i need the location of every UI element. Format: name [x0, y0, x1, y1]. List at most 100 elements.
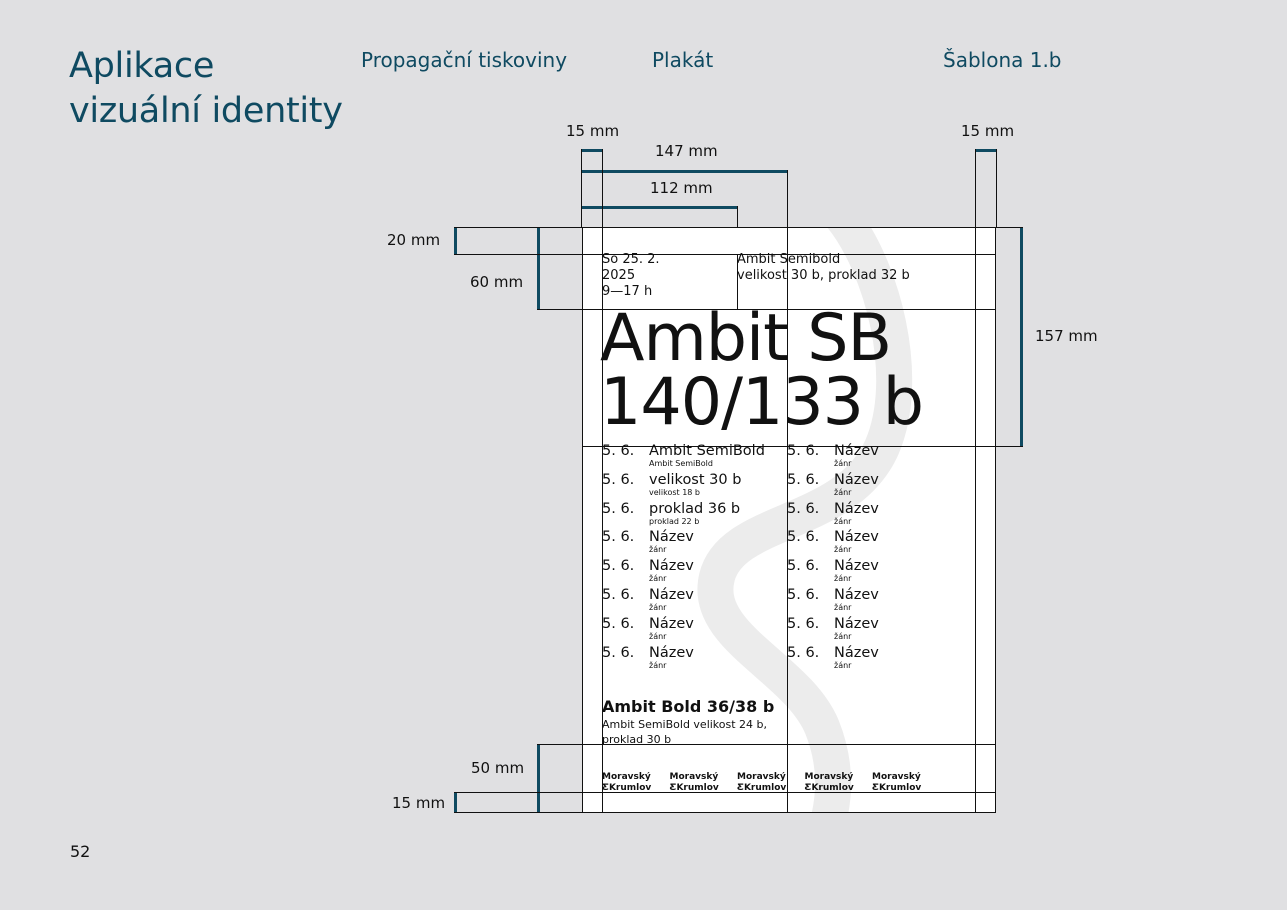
program-date: 5. 6.	[787, 500, 820, 517]
event-date-line2: 2025	[602, 268, 636, 283]
font-note: Ambit Semibold velikost 30 b, proklad 32…	[737, 252, 910, 284]
dim-bottom-50: 50 mm	[471, 759, 525, 777]
logo-line2-text: Krumlov	[676, 783, 719, 793]
dim-bar-50	[537, 744, 540, 813]
guide-left-inner	[602, 149, 603, 227]
program-genre: žánr	[649, 603, 667, 612]
event-date-line1: So 25. 2.	[602, 252, 660, 267]
program-date: 5. 6.	[787, 644, 820, 661]
logo-line1: Moravský	[602, 772, 651, 782]
dim-width-147: 147 mm	[655, 142, 718, 160]
program-genre: žánr	[834, 660, 852, 670]
dim-bar-112	[581, 206, 738, 209]
grid-edge-right	[995, 227, 996, 813]
program-title: Název	[834, 615, 879, 632]
program-genre: žánr	[649, 574, 667, 584]
guide-147-end	[787, 170, 788, 227]
section-label: Propagační tiskoviny	[361, 48, 568, 72]
program-title: Název	[649, 529, 694, 546]
grid-info-bottom	[582, 309, 996, 310]
logo-line2: ƸKrumlov	[872, 783, 921, 794]
program-genre: proklad 22 b	[649, 516, 700, 526]
logo-line2-text: Krumlov	[811, 783, 854, 793]
program-title: velikost 30 b	[649, 471, 742, 488]
guide-bottom-15a	[454, 792, 582, 793]
dim-bar-147	[581, 170, 788, 173]
program-genre: žánr	[834, 487, 852, 497]
program-date: 5. 6.	[602, 615, 635, 632]
logo-mark-icon: Ƹ	[804, 783, 812, 793]
logo-line2-text: Krumlov	[608, 783, 652, 793]
font-note-line1: Ambit Semibold	[737, 252, 841, 267]
event-date: So 25. 2. 2025 9—17 h	[602, 252, 660, 300]
program-genre: žánr	[834, 631, 852, 641]
grid-margin-right	[975, 227, 976, 813]
logo-line2: ƸKrumlov	[737, 783, 786, 794]
program-genre: žánr	[834, 574, 852, 584]
footer-title: Ambit Bold 36/38 b	[602, 697, 775, 716]
guide-left-outer	[581, 149, 582, 227]
program-date: 5. 6.	[787, 529, 820, 546]
program-title: Ambit SemiBold	[649, 443, 765, 459]
program-date: 5. 6.	[787, 558, 820, 575]
dim-margin-left: 15 mm	[566, 122, 620, 140]
program-title: Název	[834, 558, 879, 575]
guide-112-end	[737, 206, 738, 227]
dim-margin-right: 15 mm	[961, 122, 1015, 140]
logo-line1: Moravský	[737, 772, 786, 782]
dim-bar-margin-right	[975, 149, 997, 152]
grid-headline-bottom	[582, 446, 996, 447]
guide-top-60	[537, 309, 582, 310]
logo-line2-text: Krumlov	[743, 783, 787, 793]
program-title: proklad 36 b	[649, 500, 741, 517]
event-date-line3: 9—17 h	[602, 284, 653, 299]
program-genre: žánr	[834, 516, 852, 526]
program-date: 5. 6.	[787, 615, 820, 632]
subsection-label: Plakát	[652, 48, 714, 72]
program-genre: žánr	[649, 545, 667, 555]
page-title-line2: vizuální identity	[69, 91, 343, 131]
program-genre: žánr	[834, 603, 852, 612]
program-title: Název	[834, 443, 879, 459]
guide-157-top	[996, 227, 1023, 228]
grid-info-divider	[737, 254, 738, 309]
program-title: Název	[649, 644, 694, 661]
poster-template: So 25. 2. 2025 9—17 h Ambit Semibold vel…	[582, 227, 996, 813]
program-genre: žánr	[834, 459, 852, 468]
program-date: 5. 6.	[602, 529, 635, 546]
logo-line1: Moravský	[804, 772, 854, 782]
program-title: Název	[649, 558, 694, 575]
logo-line2: ƸKrumlov	[602, 783, 651, 794]
guide-right-outer	[996, 149, 997, 227]
footer-note-line1: Ambit SemiBold velikost 24 b,	[602, 718, 768, 731]
program-title: Název	[834, 471, 879, 488]
dim-top-20: 20 mm	[387, 231, 441, 249]
grid-footer-top	[582, 744, 996, 745]
grid-margin-left	[602, 227, 603, 813]
program-genre: žánr	[649, 631, 667, 641]
grid-edge-left	[582, 227, 583, 813]
template-label: Šablona 1.b	[943, 48, 1062, 72]
guide-bottom-50	[537, 744, 582, 745]
dim-bar-15	[454, 792, 457, 813]
dim-bottom-15: 15 mm	[392, 794, 446, 812]
page-title: Aplikace vizuální identity	[69, 44, 343, 134]
program-title: Název	[649, 615, 694, 632]
guide-top-20b	[454, 254, 582, 255]
logo-line2-text: Krumlov	[878, 783, 922, 793]
program-date: 5. 6.	[787, 587, 820, 603]
